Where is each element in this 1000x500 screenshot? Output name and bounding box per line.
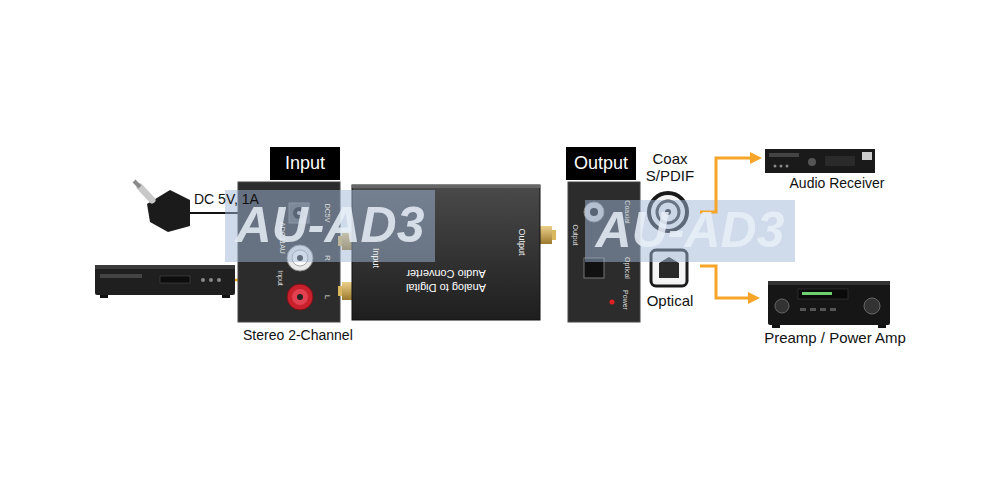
channel-marking: L xyxy=(322,295,331,299)
side-marking: Output xyxy=(517,228,527,255)
preamp-picture xyxy=(800,308,806,311)
disc-player xyxy=(95,265,235,295)
watermark: AU-AD3 xyxy=(596,202,785,260)
preamp-picture xyxy=(864,298,880,314)
port-marking: Input xyxy=(276,270,284,286)
preamp-picture xyxy=(798,289,848,299)
source-caption: Stereo 2-Channel xyxy=(243,327,353,343)
disc-player xyxy=(201,278,205,282)
preamp-picture xyxy=(768,281,890,285)
converter-body-label: Analog to Digital Audio Converter xyxy=(391,267,501,295)
signal-arrow xyxy=(700,266,748,298)
coax-jack-label: Coax S/PDIF xyxy=(642,150,698,184)
preamp-picture xyxy=(820,308,826,311)
dc-plug xyxy=(140,187,152,200)
dc-plug xyxy=(134,181,140,187)
preamp-picture xyxy=(772,325,780,328)
watermark: AU-AD3 xyxy=(236,197,425,255)
output-panel-label: Output xyxy=(566,147,636,180)
disc-player xyxy=(222,295,230,298)
preamp-picture xyxy=(802,292,832,295)
led-marking: Power xyxy=(621,290,629,310)
optical-jack-label: Optical xyxy=(640,292,700,309)
audio-receiver-picture xyxy=(786,165,789,168)
audio-receiver-picture xyxy=(765,149,875,173)
output-side-panel xyxy=(610,300,615,305)
input-panel-label: Input xyxy=(270,147,340,180)
converter-housing xyxy=(352,185,540,188)
preamp-picture xyxy=(768,281,890,328)
audio-receiver-picture xyxy=(769,153,799,157)
port-marking: Optical xyxy=(623,257,631,279)
disc-player xyxy=(160,276,190,283)
audio-receiver-label: Audio Receiver xyxy=(762,175,912,192)
dc-plug xyxy=(134,181,190,232)
audio-receiver-picture xyxy=(862,152,872,160)
input-side-panel xyxy=(287,284,313,310)
disc-player xyxy=(209,278,213,282)
channel-marking: R xyxy=(322,255,331,261)
audio-receiver-picture xyxy=(808,158,816,166)
preamp-picture xyxy=(878,325,886,328)
preamp-power-amp-label: Preamp / Power Amp xyxy=(760,329,910,347)
preamp-picture xyxy=(830,308,836,311)
port-marking: Output xyxy=(571,224,579,245)
input-side-panel xyxy=(292,289,308,305)
audio-receiver-picture xyxy=(780,165,783,168)
dc-plug xyxy=(147,190,190,232)
audio-receiver-picture xyxy=(774,165,777,168)
disc-player xyxy=(100,274,142,278)
disc-player xyxy=(95,265,235,298)
audio-receiver: Audio Receiver xyxy=(762,146,912,196)
preamp-picture xyxy=(775,299,789,313)
converter-housing xyxy=(338,286,342,296)
input-side-panel xyxy=(297,294,303,300)
preamp-power-amp: Preamp / Power Amp xyxy=(760,278,910,350)
audio-receiver-picture xyxy=(765,149,875,173)
disc-player xyxy=(100,295,108,298)
disc-player xyxy=(95,265,235,269)
converter-housing xyxy=(552,230,556,240)
audio-receiver-picture xyxy=(825,156,855,166)
preamp-picture xyxy=(768,281,890,325)
disc-player xyxy=(217,278,221,282)
preamp-picture xyxy=(810,308,816,311)
watermark-band xyxy=(585,200,795,262)
watermark-band xyxy=(225,190,435,262)
